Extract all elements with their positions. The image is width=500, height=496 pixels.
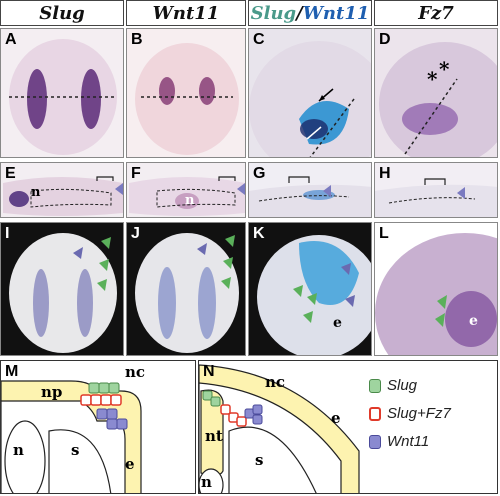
panel-label-h: H bbox=[379, 165, 391, 182]
star-1: * bbox=[427, 67, 438, 91]
star-2: * bbox=[439, 57, 450, 81]
legend-item-slug: Slug bbox=[369, 377, 417, 394]
panel-a: A bbox=[0, 28, 124, 158]
panel-b-image bbox=[135, 43, 239, 155]
panel-e-image bbox=[3, 176, 123, 216]
panel-label-n: N bbox=[203, 363, 215, 380]
diagram-m-drawing bbox=[1, 380, 142, 493]
diagram-m-nc: nc bbox=[125, 363, 146, 381]
panel-i: I bbox=[0, 222, 124, 356]
label-e-k: e bbox=[333, 315, 342, 331]
legend-item-wnt11: Wnt11 bbox=[369, 433, 429, 450]
diagram-m-s: s bbox=[71, 441, 80, 459]
panel-j: J bbox=[126, 222, 246, 356]
panel-label-j: J bbox=[131, 225, 140, 242]
panel-e: n E bbox=[0, 162, 124, 218]
panel-b: B bbox=[126, 28, 246, 158]
diagram-m-n: n bbox=[13, 441, 24, 459]
diagram-n-nc: nc bbox=[265, 373, 286, 391]
panel-label-a: A bbox=[5, 31, 17, 48]
panel-j-image bbox=[135, 233, 239, 353]
panel-k-image bbox=[257, 235, 371, 355]
panel-f-image bbox=[129, 176, 245, 216]
panel-label-c: C bbox=[253, 31, 265, 48]
legend-label-slug: Slug bbox=[387, 377, 418, 394]
diagram-n-n: n bbox=[201, 473, 212, 491]
panel-label-l: L bbox=[379, 225, 389, 242]
panel-h-image bbox=[375, 178, 497, 217]
panel-label-b: B bbox=[131, 31, 143, 48]
header-slug-part: Slug bbox=[250, 3, 297, 24]
panel-label-m: M bbox=[5, 363, 19, 380]
panel-c-image bbox=[249, 41, 371, 157]
header-wnt11-part: Wnt11 bbox=[302, 3, 370, 24]
header-sep: / bbox=[296, 3, 303, 24]
panel-l: e L bbox=[374, 222, 498, 356]
panel-g-image bbox=[249, 176, 371, 217]
panel-label-g: G bbox=[253, 165, 266, 182]
panel-k: e K bbox=[248, 222, 372, 356]
panel-g: G bbox=[248, 162, 372, 218]
panel-label-f: F bbox=[131, 165, 141, 182]
header-slug: Slug bbox=[0, 0, 124, 26]
diagram-n-nt: nt bbox=[205, 427, 223, 445]
diagram-m-np: np bbox=[41, 383, 63, 401]
panel-f: n F bbox=[126, 162, 246, 218]
legend-swatch-slug bbox=[369, 379, 381, 394]
panel-d: * * D bbox=[374, 28, 498, 158]
panel-label-d: D bbox=[379, 31, 391, 48]
header-wnt11: Wnt11 bbox=[126, 0, 246, 26]
panel-a-image bbox=[9, 39, 117, 155]
legend-swatch-wnt11 bbox=[369, 435, 381, 450]
diagram-n-e: e bbox=[331, 409, 341, 427]
legend-swatch-slug-fz7 bbox=[369, 407, 381, 422]
header-fz7: Fz7 bbox=[374, 0, 498, 26]
panel-label-e: E bbox=[5, 165, 16, 182]
panel-i-image bbox=[9, 233, 117, 353]
panel-l-image bbox=[375, 233, 497, 355]
legend-item-slug-fz7: Slug+Fz7 bbox=[369, 405, 451, 422]
diagram-m: M nc np n s e bbox=[0, 360, 196, 494]
panel-label-i: I bbox=[5, 225, 10, 242]
diagram-n-s: s bbox=[255, 451, 264, 469]
legend-label-wnt11: Wnt11 bbox=[387, 433, 430, 450]
diagram-m-e: e bbox=[125, 455, 135, 473]
panel-c: C bbox=[248, 28, 372, 158]
label-n-f: n bbox=[185, 193, 195, 208]
panel-h: H bbox=[374, 162, 498, 218]
legend-label-slug-fz7: Slug+Fz7 bbox=[387, 405, 451, 422]
panel-d-image bbox=[379, 42, 497, 157]
header-slug-wnt11: Slug/Wnt11 bbox=[248, 0, 372, 26]
label-e-l: e bbox=[469, 313, 478, 329]
panel-label-k: K bbox=[253, 225, 265, 242]
diagram-n-drawing bbox=[199, 364, 360, 493]
diagram-n: N nc nt n s e Slug Slug+Fz7 Wnt11 bbox=[198, 360, 498, 494]
label-n-e: n bbox=[31, 185, 41, 200]
